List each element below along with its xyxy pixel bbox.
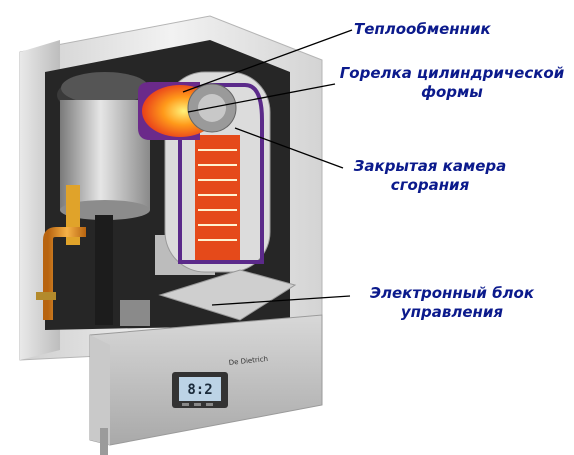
leader-chamber [234,127,344,169]
leader-lines [182,29,353,306]
leader-burner [187,83,336,113]
fan-unit [57,72,153,325]
callout-burner-line2: формы [421,83,483,101]
leader-control [211,295,351,306]
callout-chamber: Закрытая камера сгорания [345,157,515,195]
callout-heat-exchanger-text: Теплообменник [354,20,491,38]
callout-heat-exchanger: Теплообменник [354,20,491,39]
callout-chamber-line2: сгорания [390,176,470,194]
display-reading: 8:2 [187,382,212,398]
callout-control-line2: управления [400,303,504,321]
callout-chamber-line1: Закрытая камера [353,157,507,175]
callout-burner: Горелка цилиндрической формы [337,64,567,102]
callout-burner-line1: Горелка цилиндрической [339,64,565,82]
callout-control-line1: Электронный блок [369,284,535,302]
callout-control-unit: Электронный блок управления [352,284,552,322]
control-display: 8:2 [172,372,228,408]
leader-heat-exchanger [182,29,353,93]
